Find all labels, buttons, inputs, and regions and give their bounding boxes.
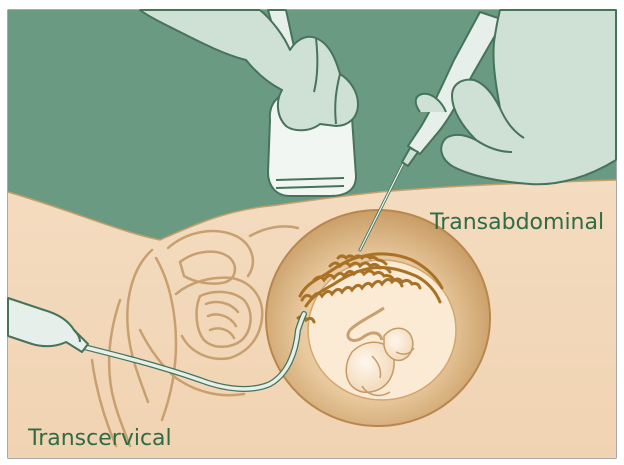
transcervical-label: Transcervical (28, 428, 172, 450)
transabdominal-label: Transabdominal (430, 212, 604, 234)
